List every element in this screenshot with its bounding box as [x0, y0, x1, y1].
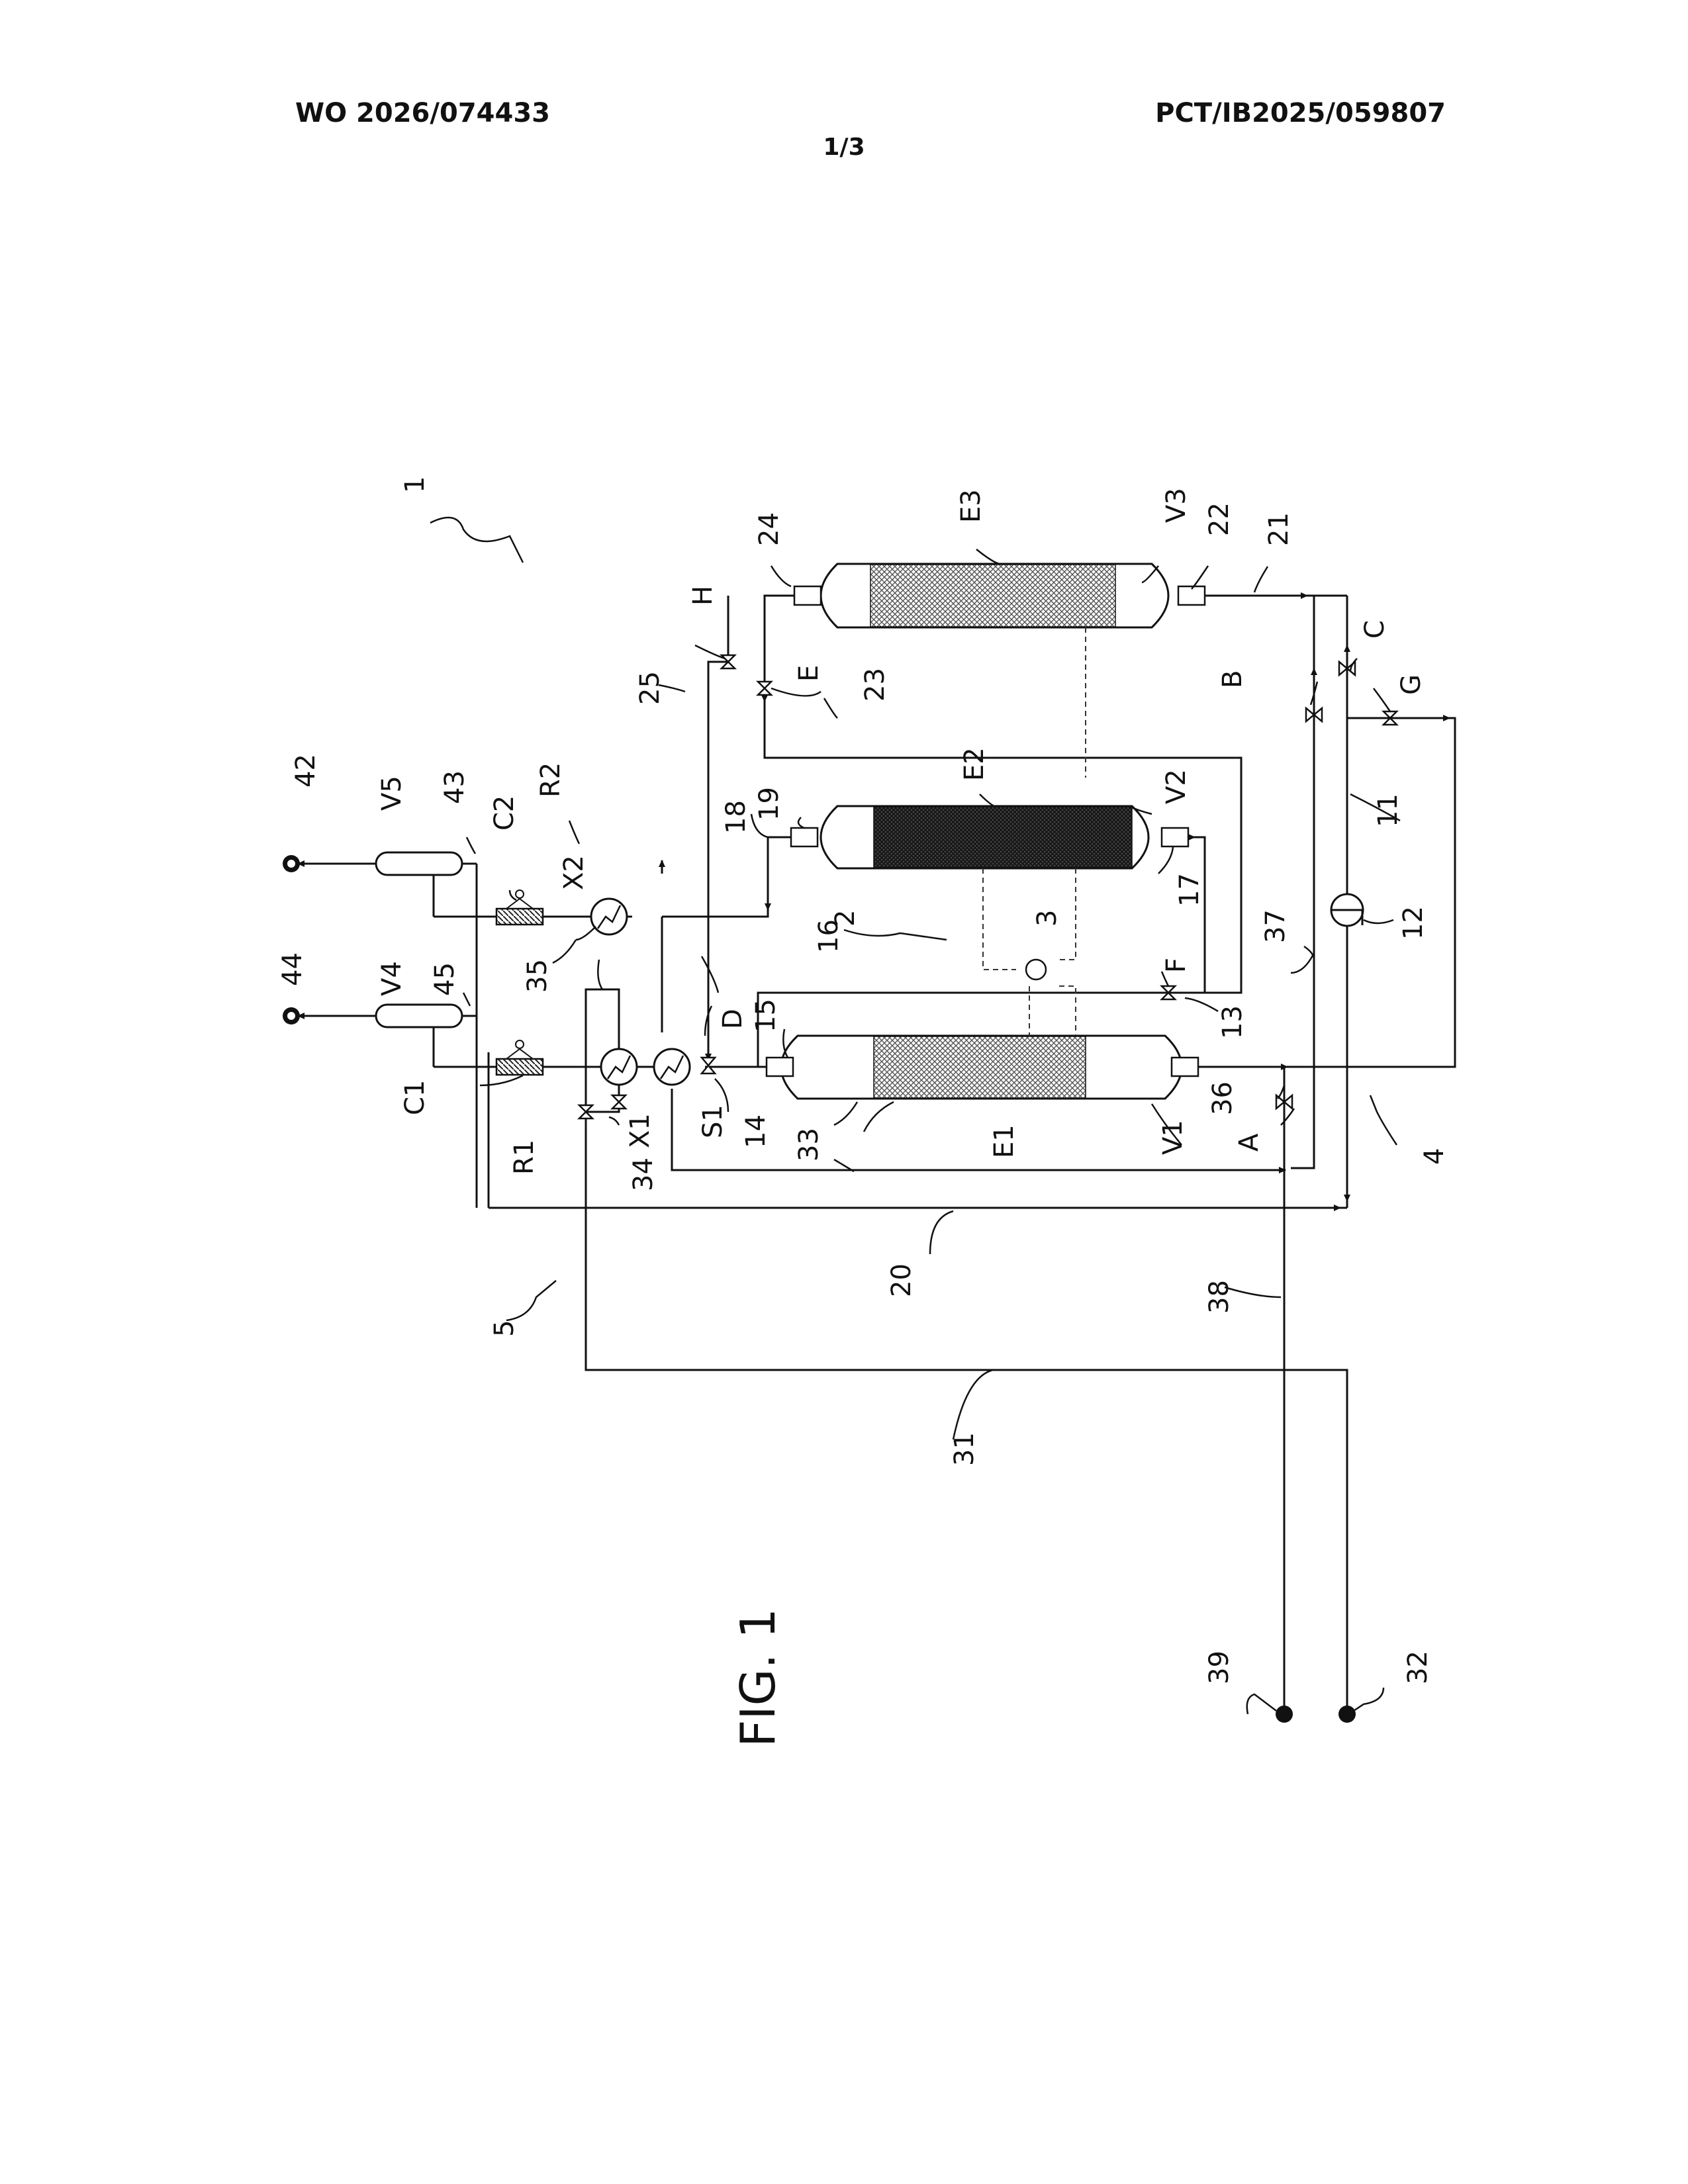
label-5: 5	[489, 1320, 520, 1337]
label-24: 24	[754, 512, 784, 546]
label-17: 17	[1174, 873, 1205, 907]
label-37: 37	[1260, 909, 1291, 943]
label-F: F	[1161, 958, 1192, 973]
vessel-V3	[794, 564, 1205, 627]
label-20: 20	[886, 1263, 917, 1297]
label-43: 43	[440, 770, 470, 804]
label-14: 14	[741, 1115, 771, 1148]
cooler-C1	[496, 1040, 543, 1075]
valve-D	[702, 1058, 715, 1073]
figure-caption: FIG. 1	[730, 1608, 786, 1747]
label-16: 16	[814, 919, 844, 953]
label-36: 36	[1207, 1081, 1238, 1115]
label-V3: V3	[1161, 488, 1192, 523]
label-19: 19	[754, 787, 784, 821]
label-31: 31	[949, 1432, 980, 1466]
label-3: 3	[1032, 910, 1062, 927]
label-V5: V5	[377, 776, 407, 811]
label-33: 33	[794, 1128, 824, 1161]
controller-3	[1026, 960, 1046, 979]
label-12: 12	[1398, 906, 1429, 940]
label-V4: V4	[377, 961, 407, 996]
exchanger-X1	[601, 1049, 637, 1085]
label-25: 25	[635, 671, 665, 705]
label-E1: E1	[989, 1124, 1019, 1158]
line-31	[586, 1052, 1347, 1714]
process-lines	[291, 596, 1455, 1714]
catalyst-bed-E1	[874, 1036, 1086, 1098]
label-G: G	[1396, 674, 1427, 695]
exchanger-X2	[591, 899, 627, 934]
label-22: 22	[1204, 502, 1235, 536]
valve-34b	[612, 1095, 626, 1109]
label-X2: X2	[559, 855, 589, 890]
label-C2: C2	[489, 796, 520, 831]
line-18	[662, 837, 794, 917]
label-42: 42	[291, 754, 321, 788]
leader-lines	[430, 518, 1400, 1714]
vessel-V1	[767, 1036, 1198, 1099]
label-1: 1	[400, 477, 430, 493]
separator-V5	[376, 852, 462, 875]
terminal-39	[1276, 1706, 1293, 1723]
line-37	[1291, 596, 1314, 1168]
label-V2: V2	[1161, 769, 1192, 804]
label-4: 4	[1419, 1148, 1450, 1165]
valve-E	[758, 682, 771, 695]
terminal-32	[1338, 1706, 1356, 1723]
label-44: 44	[277, 952, 308, 986]
label-E2: E2	[959, 747, 990, 781]
label-D: D	[718, 1009, 748, 1029]
label-C: C	[1360, 620, 1390, 639]
catalyst-bed-E3	[870, 565, 1115, 627]
heat-exchangers	[591, 899, 690, 1085]
cooler-C2	[496, 890, 543, 925]
label-E3: E3	[956, 489, 986, 523]
label-23: 23	[860, 668, 890, 702]
label-S1: S1	[698, 1105, 728, 1138]
label-C1: C1	[400, 1080, 430, 1115]
label-18: 18	[721, 800, 751, 834]
label-34: 34	[628, 1158, 659, 1191]
exchanger-S1	[654, 1049, 690, 1085]
label-15: 15	[751, 999, 781, 1032]
figure-labels: FIG. 1 1 2 4 5 3 11 12 13 14 15 16 17 18…	[277, 477, 1450, 1747]
label-38: 38	[1204, 1280, 1235, 1314]
label-A: A	[1234, 1133, 1264, 1152]
label-E: E	[794, 665, 824, 682]
label-13: 13	[1217, 1005, 1248, 1039]
label-35: 35	[522, 959, 553, 993]
label-H: H	[688, 586, 718, 606]
label-21: 21	[1264, 512, 1294, 546]
pump-12	[1331, 894, 1363, 926]
label-V1: V1	[1158, 1120, 1188, 1155]
separator-V4	[376, 1005, 462, 1027]
label-39: 39	[1204, 1651, 1235, 1684]
catalyst-bed-E2	[874, 807, 1132, 868]
label-X1: X1	[625, 1113, 655, 1148]
label-B: B	[1217, 670, 1248, 688]
vessel-V2	[791, 806, 1188, 868]
label-32: 32	[1403, 1651, 1433, 1684]
label-R1: R1	[509, 1140, 539, 1175]
label-R2: R2	[536, 762, 566, 797]
label-11: 11	[1373, 794, 1403, 827]
label-45: 45	[430, 962, 460, 996]
